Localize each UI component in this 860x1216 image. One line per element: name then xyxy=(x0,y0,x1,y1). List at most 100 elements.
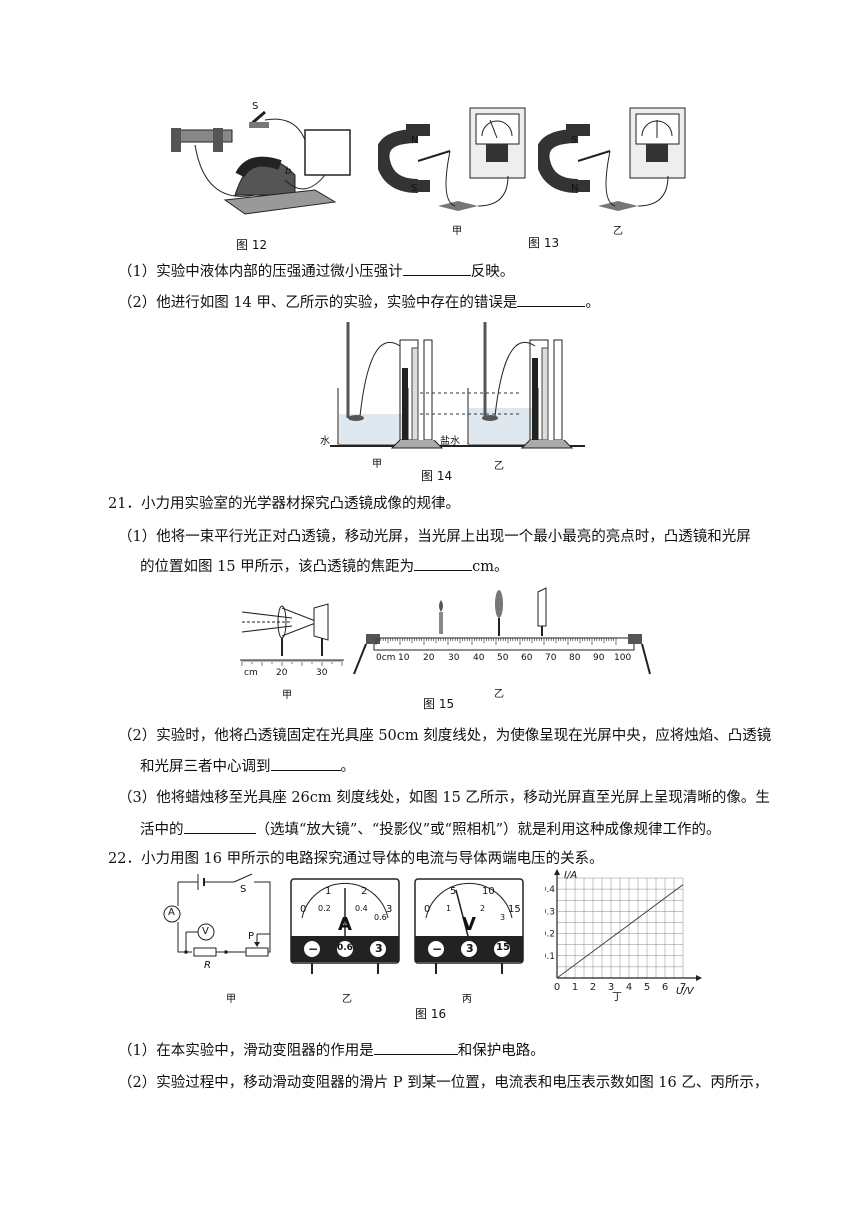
ammeter-scale-3: 3 xyxy=(386,904,393,915)
x-tick-label: 7 xyxy=(680,982,686,993)
x-tick-label: 2 xyxy=(590,982,596,993)
voltmeter-scale-5: 5 xyxy=(450,886,457,897)
iu-graph-xlabel: U/V xyxy=(676,986,694,997)
series-line xyxy=(556,884,684,979)
figure-15-left-drawing xyxy=(240,603,344,666)
answer-blank[interactable] xyxy=(373,1039,458,1055)
fig16-resistor-label: R xyxy=(204,960,211,971)
x-tick-label: 0 xyxy=(554,982,560,993)
fig16-slider-label: P xyxy=(248,931,255,942)
fig16-caption: 图 16 xyxy=(415,1007,447,1021)
fig13-right-pole-n: N xyxy=(571,183,579,194)
x-tick-label: 1 xyxy=(572,982,578,993)
x-axis-arrow xyxy=(696,975,702,981)
q20-part1: （1）实验中液体内部的压强通过微小压强计反映。 xyxy=(118,260,514,282)
fig15-left-tick-30: 30 xyxy=(316,668,328,678)
figure-16-voltmeter xyxy=(414,878,524,974)
fig14-caption: 图 14 xyxy=(421,469,453,483)
fig15-bench-unit: 0cm xyxy=(376,653,396,663)
ammeter-letter: A xyxy=(338,914,352,935)
fig13-left-pole-n: N xyxy=(411,135,419,146)
figure-14-drawing xyxy=(330,322,585,449)
voltmeter-sub-2: 2 xyxy=(480,904,486,913)
fig16-label-ding: 丁 xyxy=(612,992,622,1003)
q22-part2: （2）实验过程中，移动滑动变阻器的滑片 P 到某一位置，电流表和电压表示数如图 … xyxy=(118,1075,769,1091)
voltmeter-sub-1: 1 xyxy=(446,904,452,913)
fig15-caption: 图 15 xyxy=(423,697,455,711)
x-tick-label: 6 xyxy=(662,982,668,993)
fig16-switch-label: S xyxy=(240,884,247,895)
ammeter-scale-1: 1 xyxy=(325,886,332,897)
answer-blank[interactable] xyxy=(402,260,471,276)
voltmeter-terminal-minus[interactable]: − xyxy=(432,942,443,956)
fig15-right-label: 乙 xyxy=(494,689,504,700)
q21-part2-line2: 和光屏三者中心调到。 xyxy=(140,755,355,777)
figure-15-right-drawing xyxy=(353,587,651,675)
voltmeter-scale-15: 15 xyxy=(508,904,521,915)
fig16-label-bing: 丙 xyxy=(462,994,472,1005)
q22-part1: （1）在本实验中，滑动变阻器的作用是和保护电路。 xyxy=(118,1039,545,1061)
iu-graph: 0 1 2 3 4 5 6 7 0.1 0.2 0.3 0.4 xyxy=(545,869,702,993)
ammeter-sub-0.2: 0.2 xyxy=(318,904,331,913)
voltmeter-scale-0: 0 xyxy=(424,904,431,915)
voltmeter-sub-3: 3 xyxy=(500,913,506,922)
answer-blank[interactable] xyxy=(414,555,473,571)
figure-16-circuit xyxy=(163,873,271,957)
ammeter-terminal-0.6[interactable]: 0.6 xyxy=(337,943,353,953)
fig12-rod-b-label: b xyxy=(285,166,292,177)
figure-13-left-drawing xyxy=(378,107,526,211)
y-tick-label: 0.1 xyxy=(545,952,555,962)
x-tick-label: 3 xyxy=(608,982,614,993)
voltmeter-terminal-3[interactable]: 3 xyxy=(466,942,474,955)
fig12-caption: 图 12 xyxy=(236,238,268,252)
voltmeter-terminal-15[interactable]: 15 xyxy=(496,942,510,953)
x-tick-label: 5 xyxy=(644,982,650,993)
q21-part3-line1: （3）他将蜡烛移至光具座 26cm 刻度线处，如图 15 乙所示，移动光屏直至光… xyxy=(118,790,770,806)
ammeter-scale-2: 2 xyxy=(361,886,368,897)
q20-part2: （2）他进行如图 14 甲、乙所示的实验，实验中存在的错误是。 xyxy=(118,291,600,313)
fig13-right-pole-s: S xyxy=(571,135,578,146)
fig13-caption: 图 13 xyxy=(528,236,560,250)
fig13-left-pole-s: S xyxy=(411,183,418,194)
fig16-ammeter-symbol: A xyxy=(168,907,175,918)
answer-blank[interactable] xyxy=(517,291,586,307)
ammeter-sub-0.6: 0.6 xyxy=(374,913,387,922)
fig15-left-tick-20: 20 xyxy=(276,668,288,678)
ammeter-sub-0.4: 0.4 xyxy=(355,904,368,913)
ammeter-terminal-3[interactable]: 3 xyxy=(375,942,383,955)
answer-blank[interactable] xyxy=(270,755,341,771)
y-tick-label: 0.2 xyxy=(545,930,555,940)
fig16-label-jia: 甲 xyxy=(226,994,236,1005)
fig14-left-label: 甲 xyxy=(372,459,382,470)
fig12-switch-label: S xyxy=(252,101,259,112)
fig15-left-unit: cm xyxy=(244,668,258,678)
y-tick-label: 0.3 xyxy=(545,907,555,917)
fig16-label-yi: 乙 xyxy=(342,994,352,1005)
answer-blank[interactable] xyxy=(183,818,256,834)
y-axis-arrow xyxy=(554,869,560,875)
fig15-bench-ticks: 10 20 30 40 50 60 70 80 90 100 xyxy=(398,653,632,663)
q22-stem: 22．小力用图 16 甲所示的电路探究通过导体的电流与导体两端电压的关系。 xyxy=(108,851,604,867)
figure-13-right-drawing xyxy=(538,107,686,211)
x-tick-label: 4 xyxy=(626,982,632,993)
q21-part1-line1: （1）他将一束平行光正对凸透镜，移动光屏，当光屏上出现一个最小最亮的亮点时，凸透… xyxy=(118,529,751,545)
fig15-left-label: 甲 xyxy=(282,690,292,701)
q21-stem: 21．小力用实验室的光学器材探究凸透镜成像的规律。 xyxy=(108,496,460,512)
ammeter-terminal-minus[interactable]: − xyxy=(308,942,319,956)
fig14-liquid-left: 水 xyxy=(320,436,330,447)
fig13-left-label: 甲 xyxy=(452,226,462,237)
figure-16-ammeter xyxy=(290,878,400,974)
figure-12-drawing xyxy=(171,110,351,215)
iu-graph-ylabel: I/A xyxy=(564,870,578,881)
q21-part3-line2: 活中的（选填“放大镜”、“投影仪”或“照相机”）就是利用这种成像规律工作的。 xyxy=(140,818,720,840)
fig16-voltmeter-symbol: V xyxy=(202,926,209,937)
voltmeter-letter: V xyxy=(462,914,476,935)
voltmeter-scale-10: 10 xyxy=(482,886,495,897)
fig13-right-label: 乙 xyxy=(613,226,623,237)
fig14-right-label: 乙 xyxy=(494,461,504,472)
y-tick-label: 0.4 xyxy=(545,885,555,895)
fig14-liquid-right: 盐水 xyxy=(440,436,460,447)
fig15-left-ruler-ticks xyxy=(241,660,343,666)
q21-part2-line1: （2）实验时，他将凸透镜固定在光具座 50cm 刻度线处，为使像呈现在光屏中央，… xyxy=(118,728,772,744)
